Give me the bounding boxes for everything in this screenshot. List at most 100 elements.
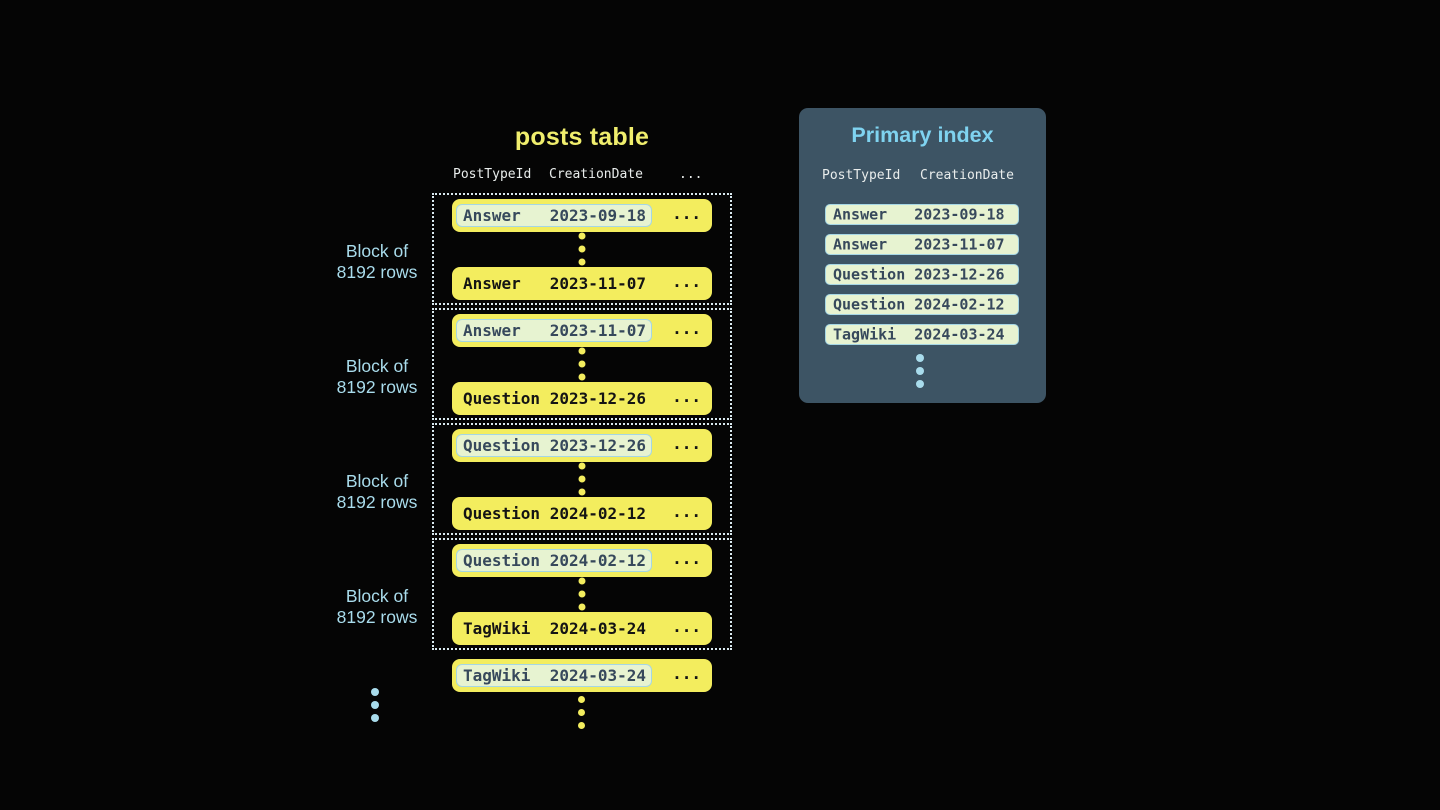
table-row: Answer 2023-09-18 ... [452,199,712,232]
row-text: Answer 2023-09-18 [833,205,1005,223]
row-ellipsis: ... [672,203,701,223]
row-text: Question 2024-02-12 [463,551,646,570]
block-label-line1: Block of [345,356,409,376]
primary-index-rows: Answer 2023-09-18 Answer 2023-11-07 Questi… [825,204,1019,354]
posts-table-column-header: PostTypeId CreationDate ... [432,167,752,185]
post-type-cell: TagWiki [463,665,531,685]
block-label-line2: 8192 rows [336,607,418,627]
index-entry-highlight [456,434,652,457]
row-text: Answer 2023-11-07 [463,321,646,340]
table-row: Answer 2023-11-07 ... [452,314,712,347]
posts-table-title: posts table [514,123,650,151]
block-label-line1: Block of [345,471,409,491]
creation-date-cell: 2023-11-07 [549,320,647,340]
creation-date-cell: 2023-09-18 [914,205,1005,224]
hidden-rows-dots [578,462,586,496]
post-type-cell: Question [463,388,541,408]
row-text: Question 2023-12-26 [463,389,646,408]
table-row-overflow: TagWiki 2024-03-24 ... [452,659,712,692]
row-ellipsis: ... [672,318,701,338]
creation-date-cell: 2023-12-26 [549,435,647,455]
creation-date-cell: 2024-03-24 [549,665,647,685]
block-label-line2: 8192 rows [336,262,418,282]
creation-date-cell: 2024-02-12 [549,503,647,523]
table-row: Answer 2023-11-07 ... [452,267,712,300]
row-ellipsis: ... [672,386,701,406]
column-posttypeid: PostTypeId [453,167,532,182]
more-blocks-dots [371,688,379,722]
hidden-rows-dots [578,577,586,611]
creation-date-cell: 2024-03-24 [914,325,1005,344]
block-label: Block of 8192 rows [312,471,442,513]
table-block-1: Answer 2023-09-18 ... Answer 2023-11-07 ..… [432,193,732,305]
block-label-line2: 8192 rows [336,492,418,512]
post-type-cell: Question [833,265,906,284]
primary-index-panel: Primary index PostTypeId CreationDate An… [799,108,1046,403]
index-row: TagWiki 2024-03-24 [825,324,1019,345]
primary-index-title: Primary index [851,123,994,147]
table-row: Question 2023-12-26 ... [452,429,712,462]
row-ellipsis: ... [672,663,701,683]
hidden-rows-dots [578,347,586,381]
block-label: Block of 8192 rows [312,586,442,628]
index-entry-highlight [456,204,652,227]
more-index-entries-dots [916,354,924,388]
block-label: Block of 8192 rows [312,241,442,283]
post-type-cell: Answer [463,205,521,225]
index-entry-highlight [456,664,652,687]
column-creationdate: CreationDate [549,167,643,182]
creation-date-cell: 2023-12-26 [914,265,1005,284]
post-type-cell: Question [463,435,541,455]
index-row: Answer 2023-11-07 [825,234,1019,255]
block-label-line2: 8192 rows [336,377,418,397]
index-row: Question 2023-12-26 [825,264,1019,285]
creation-date-cell: 2024-02-12 [914,295,1005,314]
block-label: Block of 8192 rows [312,356,442,398]
row-ellipsis: ... [672,616,701,636]
row-ellipsis: ... [672,433,701,453]
post-type-cell: Answer [833,235,888,254]
post-type-cell: Question [833,295,906,314]
row-ellipsis: ... [672,501,701,521]
post-type-cell: Answer [463,320,521,340]
more-rows-dots [578,696,585,729]
row-ellipsis: ... [672,271,701,291]
row-text: Answer 2023-11-07 [833,235,1005,253]
row-text: Question 2023-12-26 [833,265,1005,283]
creation-date-cell: 2023-11-07 [549,273,647,293]
post-type-cell: Answer [833,205,888,224]
table-block-2: Answer 2023-11-07 ... Question 2023-12-26 … [432,308,732,420]
creation-date-cell: 2023-09-18 [549,205,647,225]
index-row: Question 2024-02-12 [825,294,1019,315]
post-type-cell: TagWiki [463,618,531,638]
index-row: Answer 2023-09-18 [825,204,1019,225]
creation-date-cell: 2023-12-26 [549,388,647,408]
block-label-line1: Block of [345,241,409,261]
hidden-rows-dots [578,232,586,266]
block-label-line1: Block of [345,586,409,606]
row-text: Question 2023-12-26 [463,436,646,455]
table-row: Question 2023-12-26 ... [452,382,712,415]
creation-date-cell: 2024-02-12 [549,550,647,570]
column-creationdate: CreationDate [920,168,1014,183]
post-type-cell: Question [463,550,541,570]
column-posttypeid: PostTypeId [822,168,901,183]
row-text: TagWiki 2024-03-24 [833,325,1005,343]
index-entry-highlight [456,549,652,572]
row-text: Question 2024-02-12 [833,295,1005,313]
creation-date-cell: 2023-11-07 [914,235,1005,254]
index-entry-highlight [456,319,652,342]
column-ellipsis: ... [679,167,703,182]
posts-table-blocks: Answer 2023-09-18 ... Answer 2023-11-07 ..… [432,193,732,653]
post-type-cell: TagWiki [833,325,897,344]
row-text: Answer 2023-11-07 [463,274,646,293]
post-type-cell: Answer [463,273,521,293]
